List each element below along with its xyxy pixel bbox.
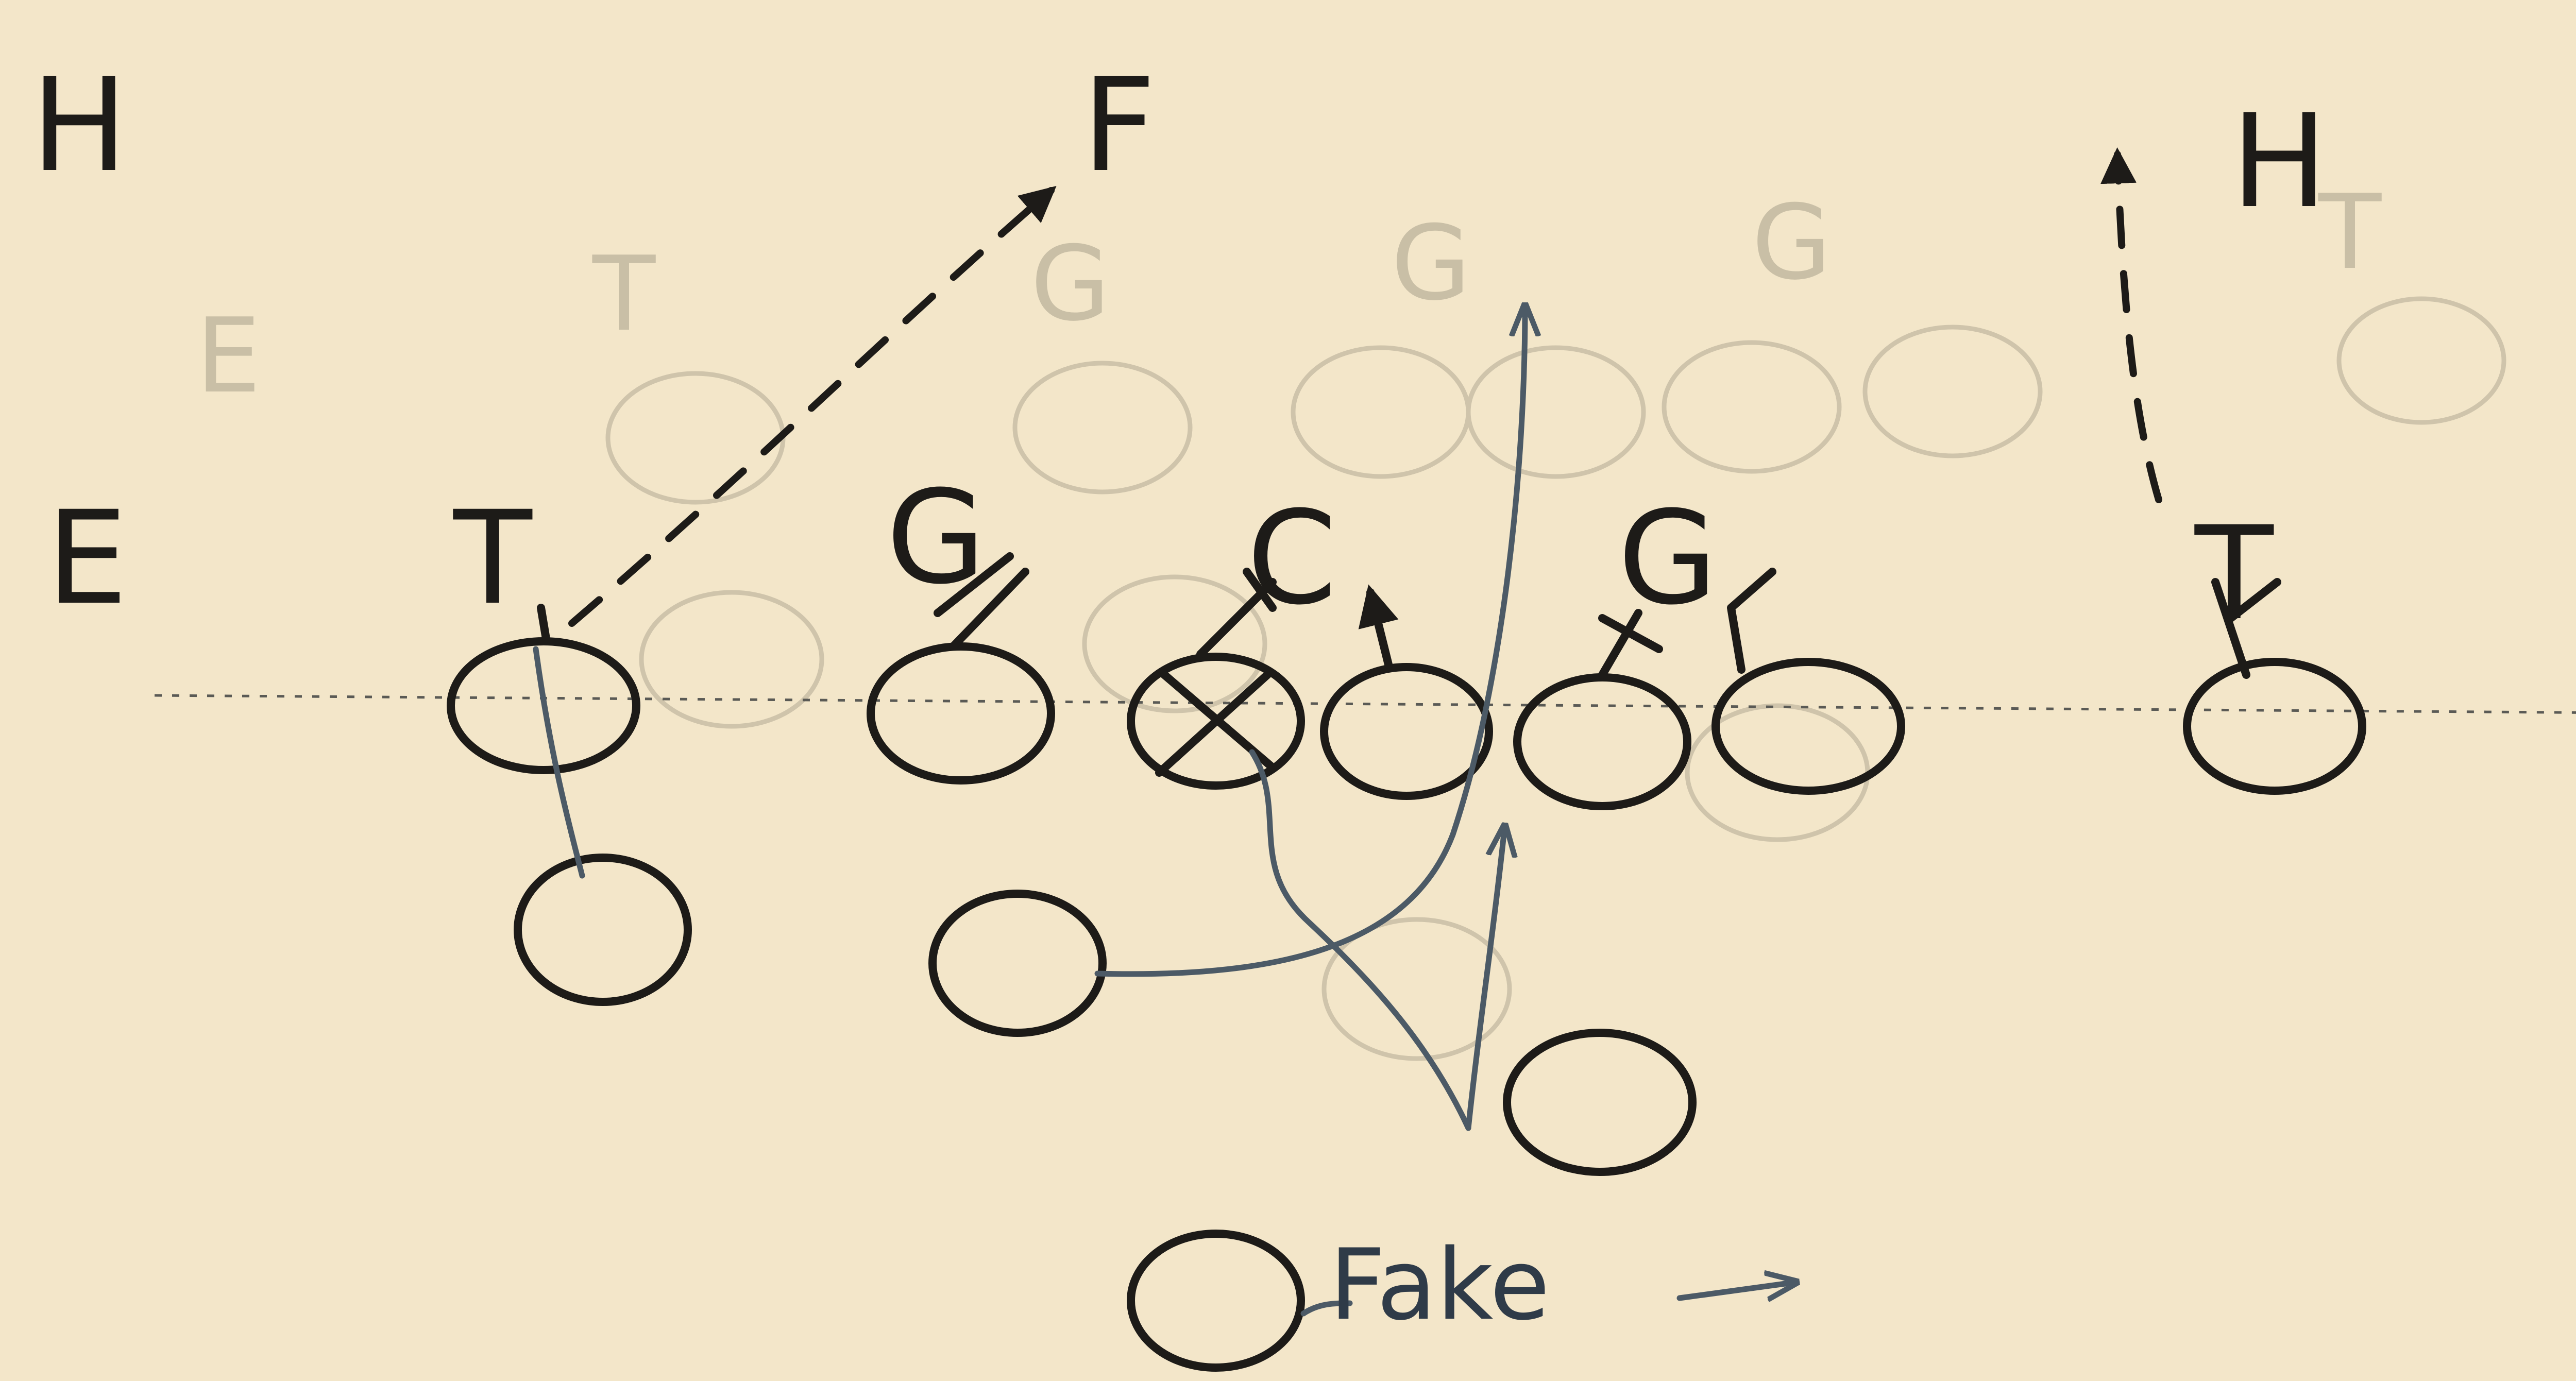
blue-path-left-back: [533, 646, 585, 879]
defense-label-f: F: [1082, 50, 1156, 200]
offense-player: [1711, 658, 1905, 795]
defense-label-c: C: [1247, 483, 1337, 633]
ghost-label-g: G: [1752, 183, 1832, 303]
ghost-player: [2336, 296, 2506, 425]
blue-routes: [533, 309, 1793, 1317]
offense-player: [867, 642, 1055, 785]
x-mark: [1155, 671, 1272, 777]
offense-player: [1127, 653, 1305, 790]
ghost-player: [605, 371, 786, 505]
blocking-marks: [537, 552, 2281, 679]
offense-player: [1320, 663, 1493, 800]
defense-label-h-left: H: [31, 50, 128, 200]
route-dashed-left: [568, 185, 1057, 627]
offense-player: [1513, 673, 1691, 810]
offense-player: [1503, 1029, 1697, 1176]
ghost-label-g: G: [1030, 224, 1110, 344]
block-stroke: [537, 604, 550, 643]
fake-arrow: [1676, 1283, 1793, 1298]
defense: H F H E T G C G T E: [31, 50, 2328, 649]
line-of-scrimmage: [154, 694, 2576, 714]
blue-route-short: [1465, 829, 1504, 1131]
block-stroke: [1243, 568, 1277, 612]
ghost-player: [1862, 325, 2043, 458]
defense-label-g-right: G: [1618, 483, 1718, 633]
ghost-player: [1012, 361, 1193, 495]
block-stroke: [2227, 578, 2281, 622]
ghost-player: [1662, 340, 1842, 474]
blue-fake-lead: [1300, 1300, 1353, 1317]
offense-line: [447, 637, 2366, 810]
block-stroke: [934, 552, 1014, 617]
route-dashed-right: [2100, 147, 2162, 503]
block-arrow: [1358, 584, 1399, 669]
ghost-player: [1466, 345, 1646, 479]
defense-label-e-left: E: [46, 483, 128, 633]
offense-backfield: [514, 854, 1697, 1372]
fake-annotation: Fake: [1329, 1228, 1550, 1342]
offense-player: [514, 854, 692, 1006]
bleed-through-layer: E T G G G T: [196, 173, 2506, 1061]
blue-path-qb: [1249, 749, 1471, 1131]
ghost-label-g: G: [1391, 203, 1471, 323]
block-stroke: [1598, 614, 1663, 653]
ghost-player: [1082, 574, 1267, 713]
offense-player: [2183, 658, 2366, 795]
ghost-player: [639, 590, 824, 729]
blue-route-up: [1094, 309, 1525, 977]
block-stroke: [2211, 578, 2250, 679]
ghost-player: [1321, 917, 1512, 1061]
ghost-label-t: T: [2318, 173, 2382, 293]
defense-label-t-right: T: [2194, 499, 2274, 649]
ghost-label-e: E: [196, 296, 261, 416]
defense-label-h-right: H: [2231, 87, 2328, 236]
block-stroke: [949, 568, 1029, 651]
offense-player: [1127, 1230, 1305, 1372]
ghost-label-t: T: [592, 234, 656, 354]
block-stroke: [1727, 568, 1776, 674]
offense-player: [928, 890, 1107, 1037]
ghost-player: [1291, 345, 1471, 479]
defense-label-t-left: T: [453, 483, 533, 633]
block-stroke: [1598, 609, 1642, 679]
center-player-marked: [1127, 653, 1305, 790]
